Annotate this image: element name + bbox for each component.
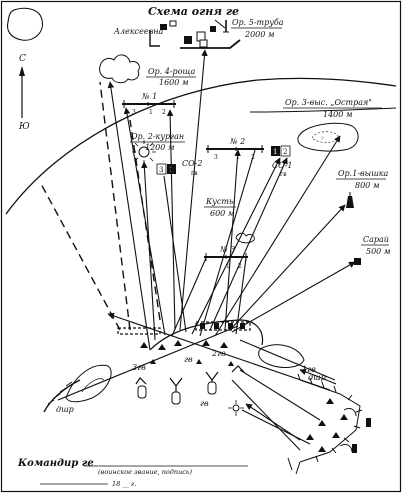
north-arrow: С Ю <box>18 54 30 132</box>
chimney-symbol <box>223 20 229 33</box>
unit-dshr-right: дшр <box>308 373 326 382</box>
so2-sub: гв <box>191 170 198 177</box>
so1-box-right: 2 <box>283 148 287 156</box>
fire-lines-dashed <box>39 81 161 331</box>
tower-symbol <box>346 192 354 208</box>
landmark-or2-distance: 1200 м <box>145 143 175 152</box>
so2-label: СО-2 <box>182 159 202 168</box>
sector-n3-tick-1: 2 <box>238 263 242 270</box>
landmark-saray-distance: 500 м <box>366 247 391 256</box>
sector-n2-tick-0: 3 <box>214 154 218 161</box>
unit-gv-2: гв <box>200 399 209 408</box>
village-alekseevna <box>149 19 241 49</box>
hill-left <box>65 364 112 403</box>
landmark-saray-name: Сарай <box>363 235 389 244</box>
hill-left-inner <box>81 378 105 393</box>
sector-n3-label: № 3 <box>219 245 235 254</box>
south-label: Ю <box>18 122 30 132</box>
burst-symbol <box>228 400 244 416</box>
landmark-alekseevna-name: Алексеевна <box>113 27 164 36</box>
hill-right <box>258 344 305 368</box>
map-title: Схема огня ге <box>148 5 239 18</box>
signature-date: 18 __ г. <box>112 480 136 488</box>
landmark-or3-distance: 1400 м <box>323 110 353 119</box>
landmark-or5-name: Ор. 5-труба <box>232 18 284 27</box>
unit-gv-1: гв <box>184 355 193 364</box>
landmark-or3-name: Ор. 3-выс. „Острая" <box>285 98 372 107</box>
so1-label: СО-1 <box>272 161 292 170</box>
landmark-or1-name: Ор.1-вышка <box>338 169 389 178</box>
north-label: С <box>19 54 26 64</box>
so2-box-left: 3 <box>159 166 163 174</box>
lake-top-left <box>6 7 44 41</box>
sector-n1: № 1 3 1 2 <box>122 92 176 116</box>
landmark-or4-distance: 1600 м <box>159 78 189 87</box>
arrow-right-hill <box>299 368 337 385</box>
road-right <box>249 107 397 113</box>
sector-n2-label: № 2 <box>229 137 245 146</box>
landmark-or4-name: Ор. 4-роща <box>148 67 196 76</box>
landmark-kusty-name: Кусты <box>205 197 235 206</box>
landmark-or1-distance: 800 м <box>355 181 380 190</box>
unit-g1: 1гв <box>302 365 316 374</box>
grove-symbol <box>99 54 140 84</box>
svg-text:⁘: ⁘ <box>320 135 325 142</box>
signature-caption: (воинское звание, подпись) <box>98 468 192 476</box>
sector-n1-tick-0: 3 <box>132 109 136 116</box>
weapon-symbols <box>140 340 234 366</box>
commander-label: Командир ге <box>17 458 94 469</box>
fire-lines <box>107 49 356 451</box>
defense-hatch-bottom-right <box>287 373 363 475</box>
sector-n1-tick-2: 2 <box>162 109 166 116</box>
gun-positions <box>135 365 245 405</box>
defense-position <box>117 319 264 351</box>
small-arcs <box>339 407 357 453</box>
unit-dshr-left: дшр <box>56 405 74 414</box>
so1-post: 1 2 СО-1 гв <box>271 145 292 178</box>
bottom-right-symbols <box>306 398 371 453</box>
so2-post: 3 1 СО-2 гв <box>156 159 202 177</box>
sector-n1-tick-1: 1 <box>149 109 153 116</box>
landmark-kusty-distance: 600 м <box>210 209 235 218</box>
sector-n1-label: № 1 <box>141 92 157 101</box>
so1-sub: гв <box>280 171 287 178</box>
sector-n2: № 2 3 1 2 <box>206 137 264 161</box>
landmark-or5-distance: 2000 м <box>244 30 275 39</box>
hatch-left <box>43 379 81 413</box>
sector-n3-tick-0: 1 <box>226 263 230 270</box>
hill-ostraya: ⁘ <box>297 122 359 152</box>
road-curve <box>5 77 397 215</box>
unit-g3: 3гв <box>132 363 146 372</box>
landmark-or2-name: Ор. 2-курган <box>131 132 184 141</box>
so1-box-left: 1 <box>273 148 277 156</box>
barn-symbol <box>354 258 361 265</box>
left-fire-line <box>57 325 239 401</box>
unit-g2: 2гв <box>211 349 226 358</box>
